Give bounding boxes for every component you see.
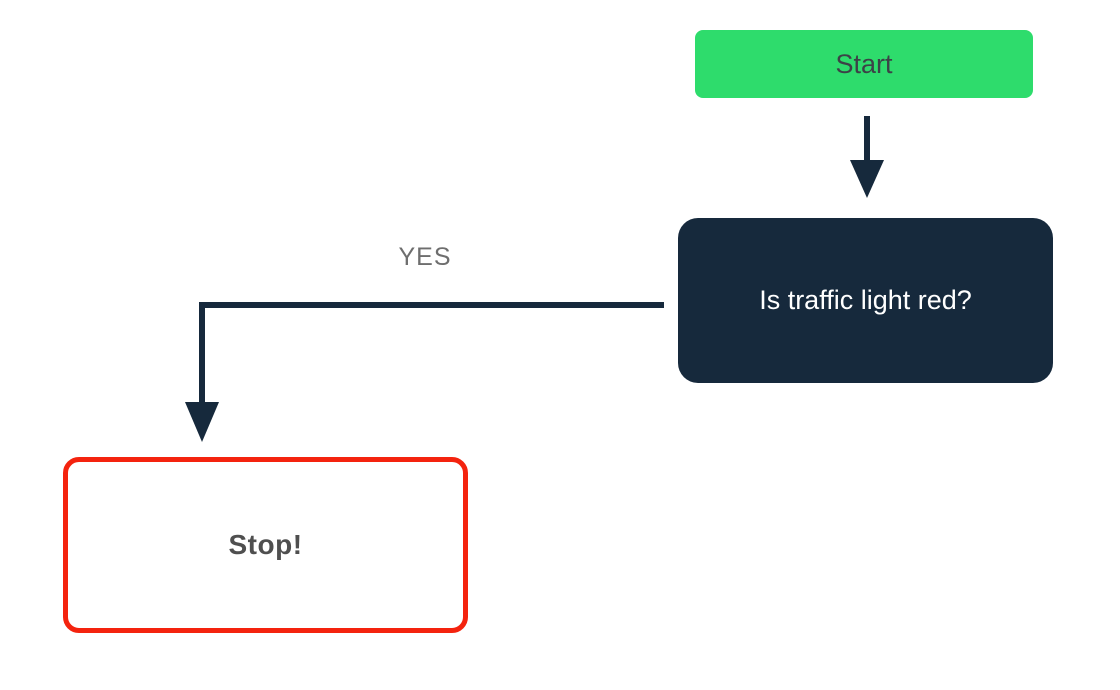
node-decision-label: Is traffic light red? <box>759 285 972 315</box>
edge-decision-to-stop-vertical-line <box>199 302 205 404</box>
edge-decision-to-stop-horizontal-line <box>202 302 664 308</box>
node-start: Start <box>695 30 1033 98</box>
arrow-down-icon <box>185 402 219 442</box>
node-start-label: Start <box>835 48 893 79</box>
arrow-down-icon <box>850 160 884 198</box>
edge-start-to-decision-line <box>864 116 870 166</box>
node-stop-label: Stop! <box>228 529 303 560</box>
node-decision: Is traffic light red? <box>678 218 1053 383</box>
edge-label-yes: YES <box>398 243 452 271</box>
node-stop: Stop! <box>63 457 468 633</box>
